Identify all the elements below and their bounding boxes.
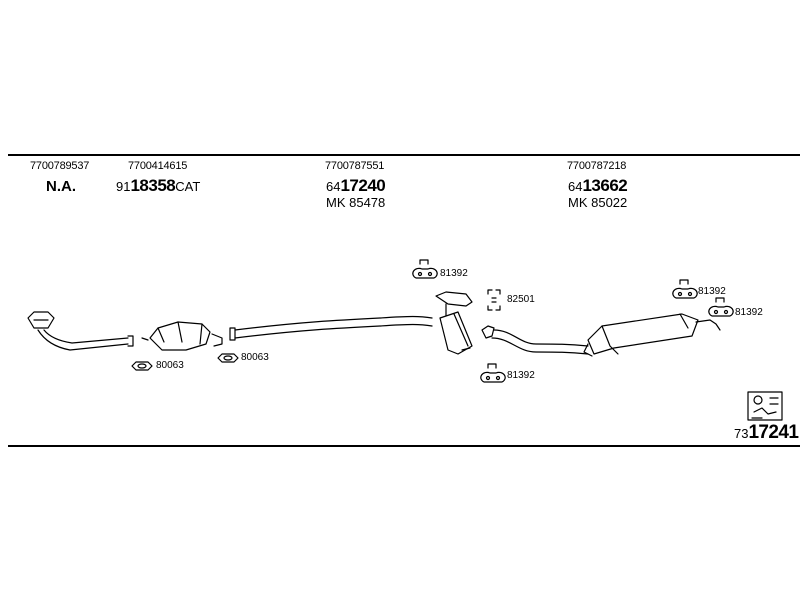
reference-prefix: 73 xyxy=(734,426,749,441)
part-number-col2: 7700414615 xyxy=(128,160,188,172)
ring1-label: 80063 xyxy=(156,360,184,371)
catalog-prefix: 64 xyxy=(568,179,583,194)
catalog-prefix: 64 xyxy=(326,179,341,194)
hanger-middle xyxy=(480,363,506,383)
catalog-main: 18358 xyxy=(130,176,176,195)
fitting-kit-icon xyxy=(747,391,783,421)
reference-main: 17241 xyxy=(748,422,799,443)
hanger-right2-label: 81392 xyxy=(735,307,763,318)
hanger-mid-label: 81392 xyxy=(507,370,535,381)
rear-silencer xyxy=(583,313,721,357)
catalog-number-col4: 6413662 xyxy=(568,176,628,196)
catalog-number-col3: 6417240 xyxy=(326,176,386,196)
part-number-col4: 7700787218 xyxy=(567,160,627,172)
hanger-top xyxy=(412,259,438,279)
top-rule xyxy=(8,154,800,156)
catalog-main: 17240 xyxy=(340,176,386,195)
hanger-right-1 xyxy=(672,279,698,299)
middle-silencer xyxy=(435,291,473,355)
hanger-right1-label: 81392 xyxy=(698,286,726,297)
catalog-suffix: CAT xyxy=(175,179,201,194)
ring2-label: 80063 xyxy=(241,352,269,363)
part-number-col1: 7700789537 xyxy=(30,160,90,172)
bottom-rule xyxy=(8,445,800,447)
rubber-ring-1 xyxy=(131,361,153,371)
rear-intermediate-pipe xyxy=(481,325,589,355)
front-pipe xyxy=(27,311,134,351)
mk-number-col3: MK 85478 xyxy=(326,195,386,210)
hanger-top-label: 81392 xyxy=(440,268,468,279)
reference-number: 7317241 xyxy=(734,422,799,444)
centre-pipe xyxy=(229,315,433,341)
hanger-right-2 xyxy=(708,297,734,317)
clamp xyxy=(487,289,501,311)
part-number-col3: 7700787551 xyxy=(325,160,385,172)
catalog-main: 13662 xyxy=(582,176,628,195)
catalog-prefix: 91 xyxy=(116,179,131,194)
catalytic-converter xyxy=(141,321,223,351)
mk-number-col4: MK 85022 xyxy=(568,195,628,210)
clamp-label: 82501 xyxy=(507,294,535,305)
catalog-number-col2: 9118358CAT xyxy=(116,176,200,196)
rubber-ring-2 xyxy=(217,353,239,363)
na-label: N.A. xyxy=(46,178,76,195)
